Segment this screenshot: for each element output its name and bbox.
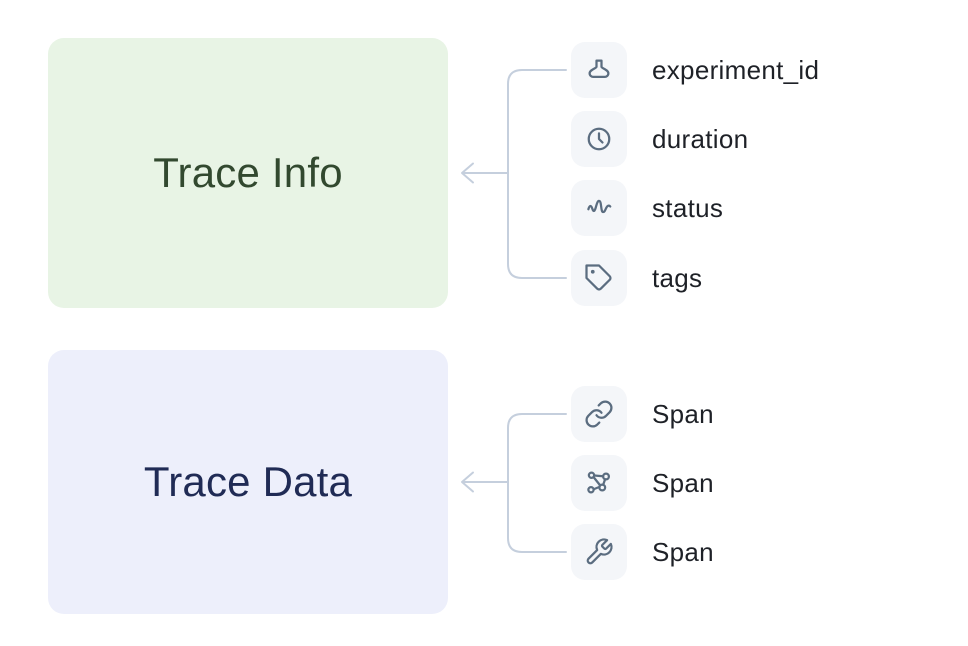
span-label: Span — [652, 398, 714, 429]
wave-icon — [571, 180, 627, 236]
flask-icon — [571, 42, 627, 98]
field-row-status: status — [571, 180, 723, 236]
tag-icon — [571, 250, 627, 306]
trace-info-bracket — [507, 69, 567, 279]
network-icon — [571, 455, 627, 511]
field-label: experiment_id — [652, 54, 820, 85]
trace-data-box: Trace Data — [48, 350, 448, 614]
span-row-network: Span — [571, 455, 714, 511]
trace-info-arrowhead — [461, 162, 474, 184]
span-label: Span — [652, 467, 714, 498]
link-icon — [571, 386, 627, 442]
span-row-wrench: Span — [571, 524, 714, 580]
wrench-icon — [571, 524, 627, 580]
trace-data-arrowhead — [461, 471, 474, 493]
field-row-experiment-id: experiment_id — [571, 42, 819, 98]
field-label: duration — [652, 123, 749, 154]
clock-icon — [571, 111, 627, 167]
field-label: status — [652, 192, 724, 223]
trace-data-bracket — [507, 413, 567, 553]
trace-info-title: Trace Info — [153, 149, 343, 196]
span-row-link: Span — [571, 386, 714, 442]
field-label: tags — [652, 262, 703, 293]
field-row-duration: duration — [571, 111, 748, 167]
trace-info-box: Trace Info — [48, 38, 448, 308]
span-label: Span — [652, 536, 714, 567]
field-row-tags: tags — [571, 250, 702, 306]
trace-data-title: Trace Data — [143, 458, 353, 505]
